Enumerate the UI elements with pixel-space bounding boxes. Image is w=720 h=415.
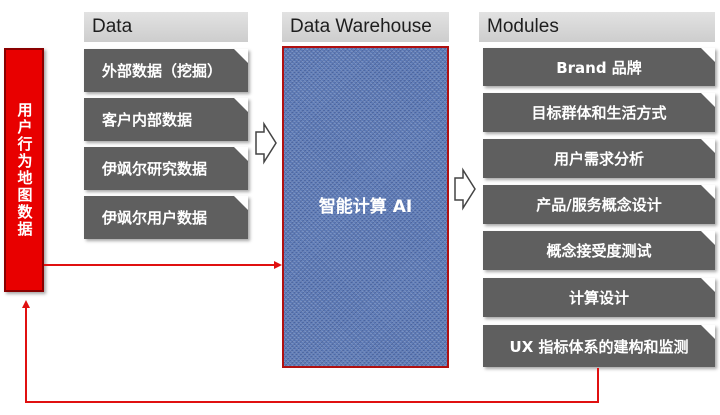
flow-arrow-data-to-warehouse bbox=[255, 121, 277, 165]
data-source-label: 客户内部数据 bbox=[102, 111, 193, 129]
corner-wedge bbox=[234, 147, 248, 161]
data-source-item: 伊飒尔研究数据 bbox=[84, 147, 248, 190]
corner-wedge bbox=[701, 278, 715, 292]
sidebar-label: 用户行为地图数据 bbox=[15, 102, 34, 238]
user-behavior-map-data: 用户行为地图数据 bbox=[4, 48, 44, 292]
flow-arrow-warehouse-to-modules bbox=[454, 167, 476, 211]
module-item: Brand 品牌 bbox=[483, 48, 715, 86]
module-item: 产品/服务概念设计 bbox=[483, 185, 715, 224]
corner-wedge bbox=[234, 49, 248, 63]
corner-wedge bbox=[234, 196, 248, 210]
data-column-header: Data bbox=[84, 12, 248, 42]
module-item: 计算设计 bbox=[483, 278, 715, 317]
module-item: 用户需求分析 bbox=[483, 139, 715, 178]
corner-wedge bbox=[234, 98, 248, 112]
corner-wedge bbox=[701, 185, 715, 199]
data-source-label: 伊飒尔研究数据 bbox=[102, 160, 208, 178]
module-label: Brand 品牌 bbox=[556, 58, 642, 77]
module-item: UX 指标体系的建构和监测 bbox=[483, 325, 715, 367]
data-warehouse-block: 智能计算 AI bbox=[282, 46, 449, 368]
data-source-item: 伊飒尔用户数据 bbox=[84, 196, 248, 239]
module-label: 概念接受度测试 bbox=[546, 242, 652, 260]
module-label: 用户需求分析 bbox=[553, 150, 644, 168]
module-item: 概念接受度测试 bbox=[483, 231, 715, 270]
data-source-label: 外部数据（挖掘） bbox=[102, 62, 223, 80]
warehouse-column-header: Data Warehouse bbox=[282, 12, 449, 42]
module-label: 计算设计 bbox=[568, 289, 629, 307]
warehouse-label: 智能计算 AI bbox=[318, 197, 413, 217]
data-source-label: 伊飒尔用户数据 bbox=[102, 209, 208, 227]
modules-column-header: Modules bbox=[479, 12, 715, 42]
module-label: UX 指标体系的建构和监测 bbox=[509, 337, 689, 356]
corner-wedge bbox=[701, 231, 715, 245]
red-feedback-loop bbox=[22, 300, 599, 403]
data-source-item: 外部数据（挖掘） bbox=[84, 49, 248, 92]
data-source-item: 客户内部数据 bbox=[84, 98, 248, 141]
corner-wedge bbox=[701, 48, 715, 62]
corner-wedge bbox=[701, 93, 715, 107]
module-label: 目标群体和生活方式 bbox=[531, 104, 667, 122]
module-item: 目标群体和生活方式 bbox=[483, 93, 715, 132]
module-label: 产品/服务概念设计 bbox=[536, 196, 662, 214]
corner-wedge bbox=[701, 139, 715, 153]
corner-wedge bbox=[701, 325, 715, 339]
